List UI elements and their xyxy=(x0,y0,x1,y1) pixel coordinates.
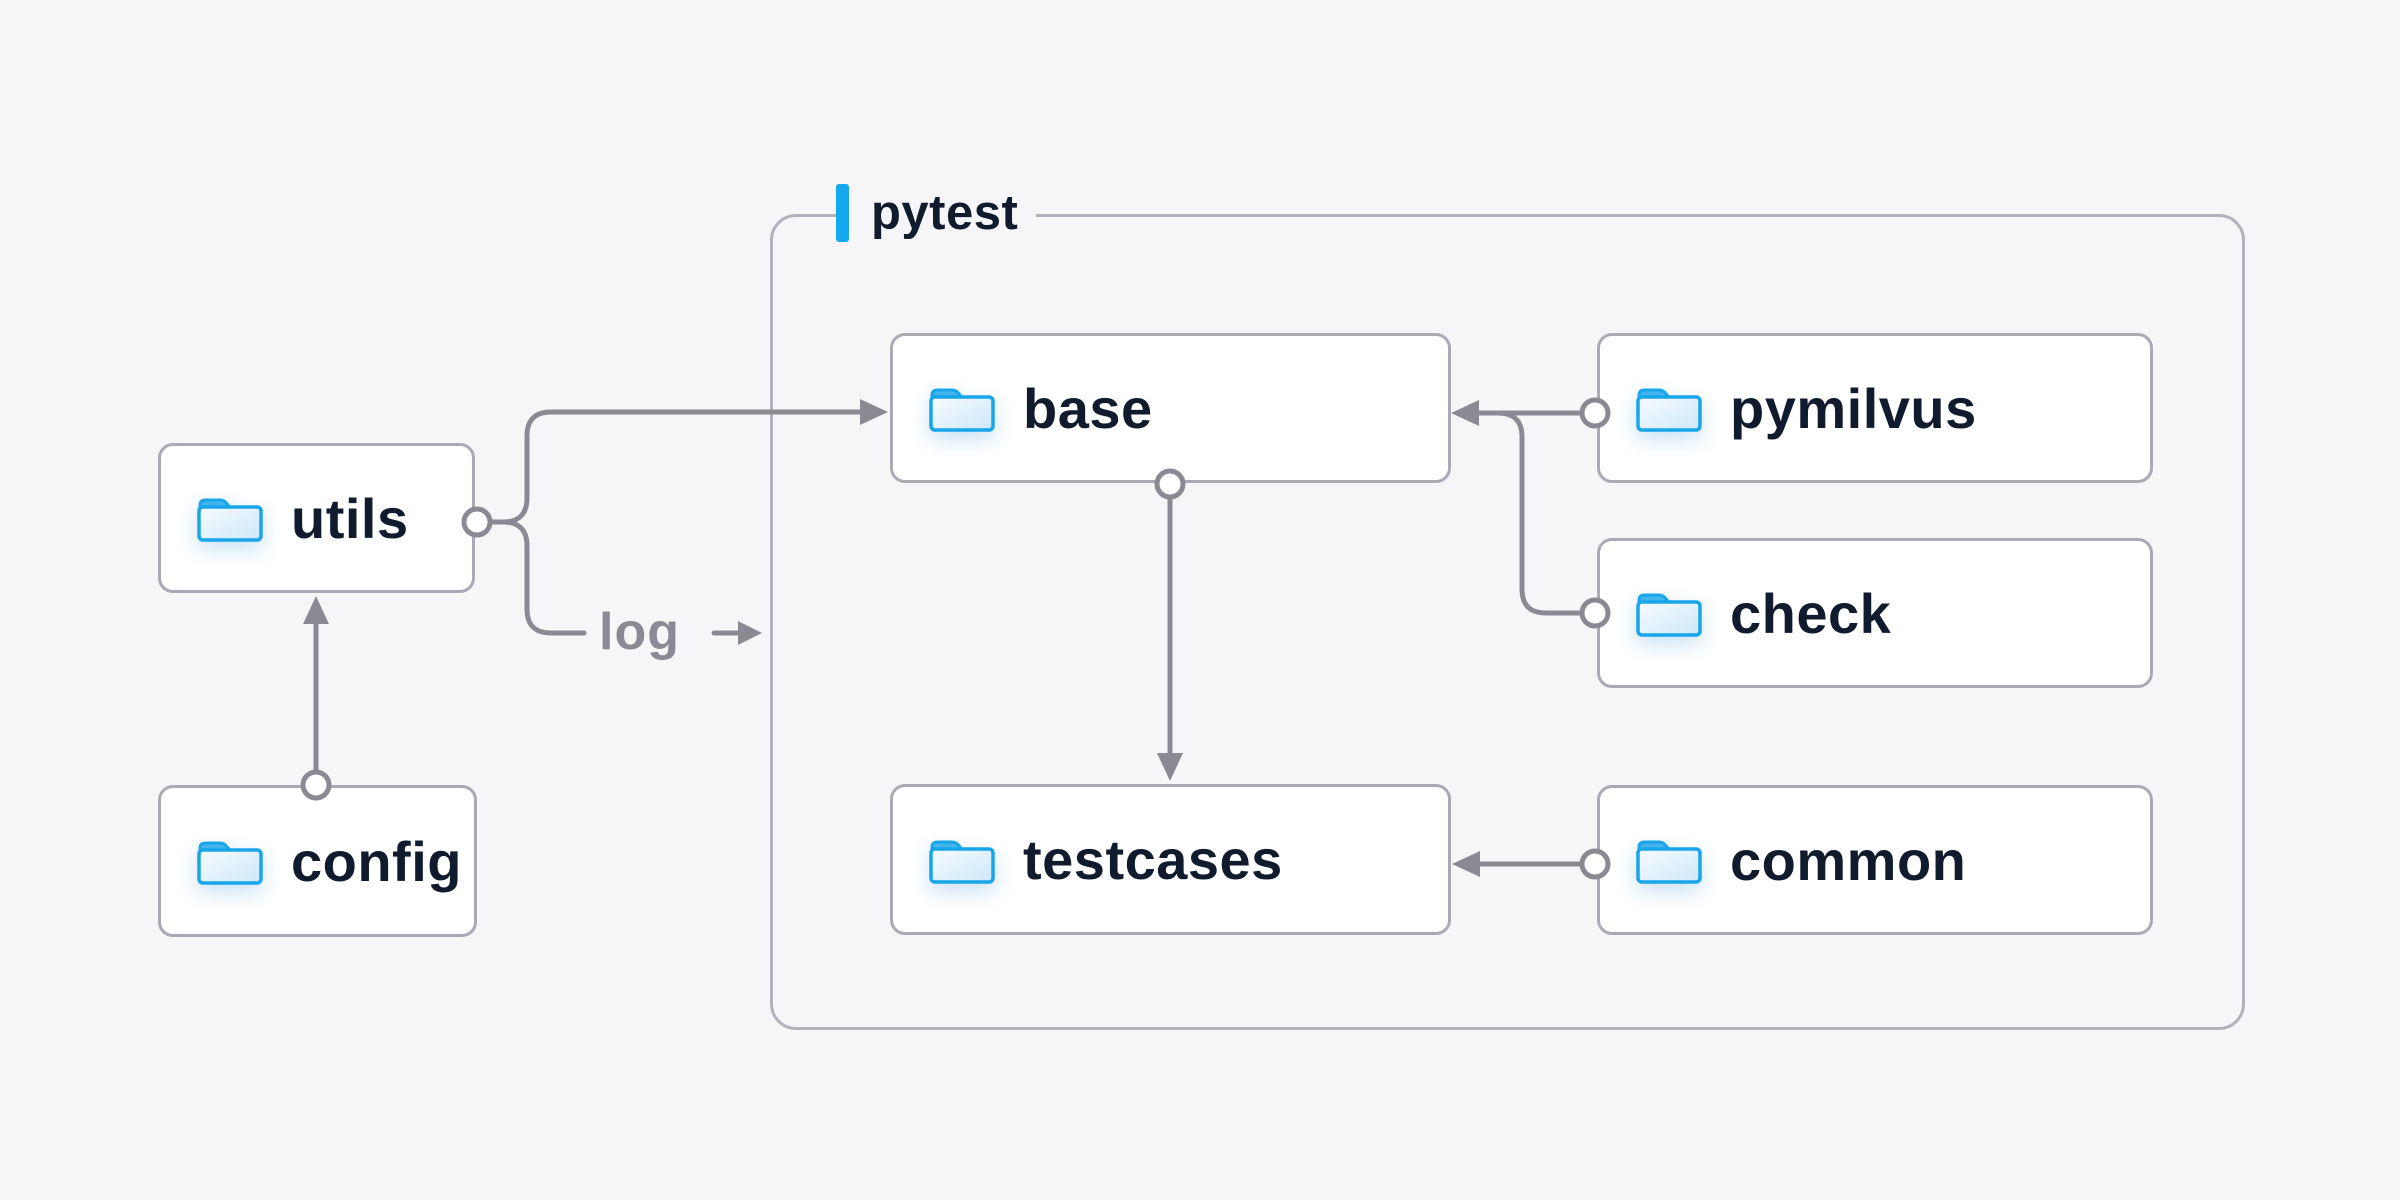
node-common: common xyxy=(1597,785,2153,935)
pytest-group-title: pytest xyxy=(871,186,1019,240)
node-label: check xyxy=(1730,581,1892,645)
pytest-group-container xyxy=(770,214,2245,1030)
node-base: base xyxy=(890,333,1451,483)
node-label: testcases xyxy=(1023,828,1283,891)
edge-config-utils xyxy=(303,596,329,772)
node-check: check xyxy=(1597,538,2153,688)
folder-icon xyxy=(1636,593,1702,637)
pytest-group-label: pytest xyxy=(836,181,1037,245)
folder-icon xyxy=(1636,840,1702,884)
node-pymilvus: pymilvus xyxy=(1597,333,2153,483)
folder-icon xyxy=(1636,388,1702,432)
node-label: base xyxy=(1023,376,1153,440)
node-utils: utils xyxy=(158,443,475,593)
folder-icon xyxy=(929,840,995,884)
blue-accent-bar xyxy=(836,184,849,242)
folder-icon xyxy=(929,388,995,432)
log-edge-label: log xyxy=(599,603,680,661)
node-testcases: testcases xyxy=(890,784,1451,935)
folder-icon xyxy=(197,841,263,885)
folder-icon xyxy=(197,498,263,542)
node-config: config xyxy=(158,785,477,937)
node-label: config xyxy=(291,829,462,893)
node-label: pymilvus xyxy=(1730,376,1977,440)
node-label: utils xyxy=(291,486,409,550)
node-label: common xyxy=(1730,828,1967,892)
